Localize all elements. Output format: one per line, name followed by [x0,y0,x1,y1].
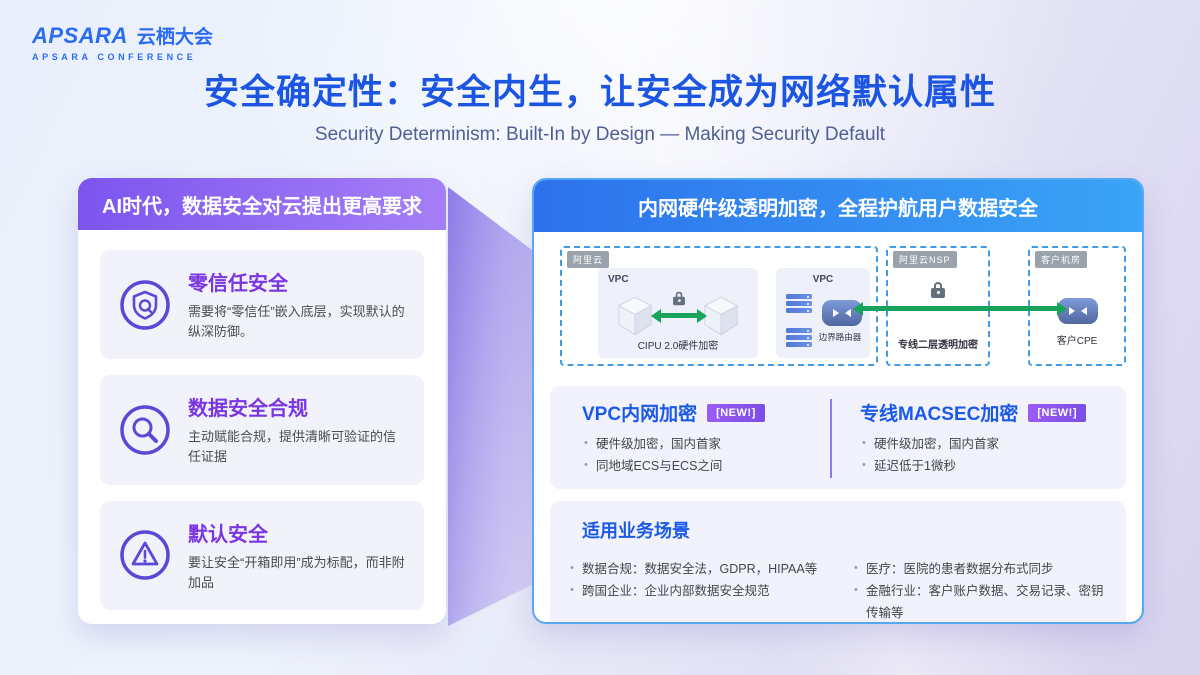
logo-brand-cn-text: 云栖大会 [136,27,213,48]
item-description: 需要将“零信任”嵌入底层，实现默认的纵深防御。 [188,304,405,340]
left-card-header: AI时代，数据安全对云提出更高要求 [78,178,446,230]
item-title: 默认安全 [188,523,268,546]
server-cube-icon [704,296,738,336]
server-cube-icon [618,296,652,336]
vpc-label: VPC [812,274,834,285]
feature-title: 专线MACSEC加密 [860,404,1019,425]
warning-default-icon [120,530,170,580]
item-description: 主动赋能合规，提供清晰可验证的信任证据 [188,429,397,465]
cpe-caption: 客户CPE [1056,336,1098,347]
apsara-logo: APSARA 云栖大会 APSARA CONFERENCE [32,22,213,62]
vpc2-router-caption: 边界路由器 [818,332,862,342]
bullet-item: 同地域ECS与ECS之间 [582,456,830,478]
zone-alibaba-cloud: 阿里云 VPC CIPU 2.0硬件加密 [560,246,878,366]
vpc-label: VPC [608,274,629,285]
list-item-secure-by-default: 默认安全 要让安全“开箱即用”成为标配，而非附加品 [100,500,424,610]
left-card: AI时代，数据安全对云提出更高要求 零信任安全 需要将“零信任”嵌入底层，实现默… [78,178,446,624]
scenarios-col-1: 数据合规：数据安全法，GDPR，HIPAA等 跨国企业：企业内部数据安全规范 [568,559,824,622]
shield-zero-trust-icon [120,279,170,330]
list-item-texts: 默认安全 要让安全“开箱即用”成为标配，而非附加品 [188,518,406,593]
server-stack-icon [786,328,812,347]
item-description: 要让安全“开箱即用”成为标配，而非附加品 [188,554,405,590]
zone-customer-idc: 客户机房 客户CPE [1028,246,1126,366]
page-title: 安全确定性：安全内生，让安全成为网络默认属性 [203,73,996,112]
item-title: 数据安全合规 [188,398,308,421]
feature-bullets: 硬件级加密，国内首家 同地域ECS与ECS之间 [582,434,830,478]
bullet-item: 延迟低于1微秒 [860,456,1108,478]
scenarios-title: 适用业务场景 [582,520,690,541]
lock-icon [931,282,945,298]
encryption-architecture-diagram: 阿里云 VPC CIPU 2.0硬件加密 [550,244,1126,374]
feature-sections: VPC内网加密 [NEW!] 硬件级加密，国内首家 同地域ECS与ECS之间 专… [550,386,1126,489]
list-item-texts: 数据安全合规 主动赋能合规，提供清晰可验证的信任证据 [188,392,406,467]
zone-badge: 阿里云NSP [893,251,957,268]
logo-subtitle-text: APSARA CONFERENCE [32,52,197,62]
magnifier-compliance-icon [120,405,170,455]
new-badge: [NEW!] [1028,403,1086,422]
vpc1-caption: CIPU 2.0硬件加密 [637,341,719,352]
server-stack-icon [786,294,812,313]
feature-macsec-encryption: 专线MACSEC加密 [NEW!] 硬件级加密，国内首家 延迟低于1微秒 [830,399,1108,478]
vpc-box-1: VPC CIPU 2.0硬件加密 [598,268,758,358]
right-card: 内网硬件级透明加密，全程护航用户数据安全 阿里云 VPC [532,178,1144,624]
encrypted-link-arrow [651,308,707,323]
bullet-item: 硬件级加密，国内首家 [860,434,1108,456]
feature-vpc-encryption: VPC内网加密 [NEW!] 硬件级加密，国内首家 同地域ECS与ECS之间 [568,399,830,478]
item-title: 零信任安全 [188,273,288,295]
slide-heading: 安全确定性：安全内生，让安全成为网络默认属性 Security Determin… [0,64,1200,146]
feature-title: VPC内网加密 [582,404,698,425]
decorative-ribbon [448,187,536,626]
feature-bullets: 硬件级加密，国内首家 延迟低于1微秒 [860,434,1108,478]
scenarios-col-2: 医疗：医院的患者数据分布式同步 金融行业：客户账户数据、交易记录、密钥传输等 [852,559,1108,622]
list-item-texts: 零信任安全 需要将“零信任”嵌入底层，实现默认的纵深防御。 [188,267,406,342]
scenarios-section: 适用业务场景 数据合规：数据安全法，GDPR，HIPAA等 跨国企业：企业内部数… [550,500,1126,622]
scenarios-columns: 数据合规：数据安全法，GDPR，HIPAA等 跨国企业：企业内部数据安全规范 医… [568,551,1108,622]
bullet-item: 跨国企业：企业内部数据安全规范 [568,581,824,603]
macsec-link-arrow [853,301,1067,316]
logo-brand-text: APSARA [32,23,128,48]
lock-icon [673,291,685,306]
zone-badge: 客户机房 [1035,251,1088,268]
bullet-item: 金融行业：客户账户数据、交易记录、密钥传输等 [852,581,1108,622]
list-item-compliance: 数据安全合规 主动赋能合规，提供清晰可验证的信任证据 [100,375,424,485]
zone-badge: 阿里云 [567,251,610,268]
bullet-item: 数据合规：数据安全法，GDPR，HIPAA等 [568,559,824,581]
bullet-item: 医疗：医院的患者数据分布式同步 [852,559,1108,581]
new-badge: [NEW!] [707,403,765,422]
list-item-zero-trust: 零信任安全 需要将“零信任”嵌入底层，实现默认的纵深防御。 [100,250,424,360]
left-card-body: 零信任安全 需要将“零信任”嵌入底层，实现默认的纵深防御。 数据安全合规 主动赋… [78,230,446,624]
line-caption: 专线二层透明加密 [898,340,978,351]
right-card-header: 内网硬件级透明加密，全程护航用户数据安全 [534,180,1142,232]
bullet-item: 硬件级加密，国内首家 [582,434,830,456]
page-subtitle: Security Determinism: Built-In by Design… [314,124,886,145]
